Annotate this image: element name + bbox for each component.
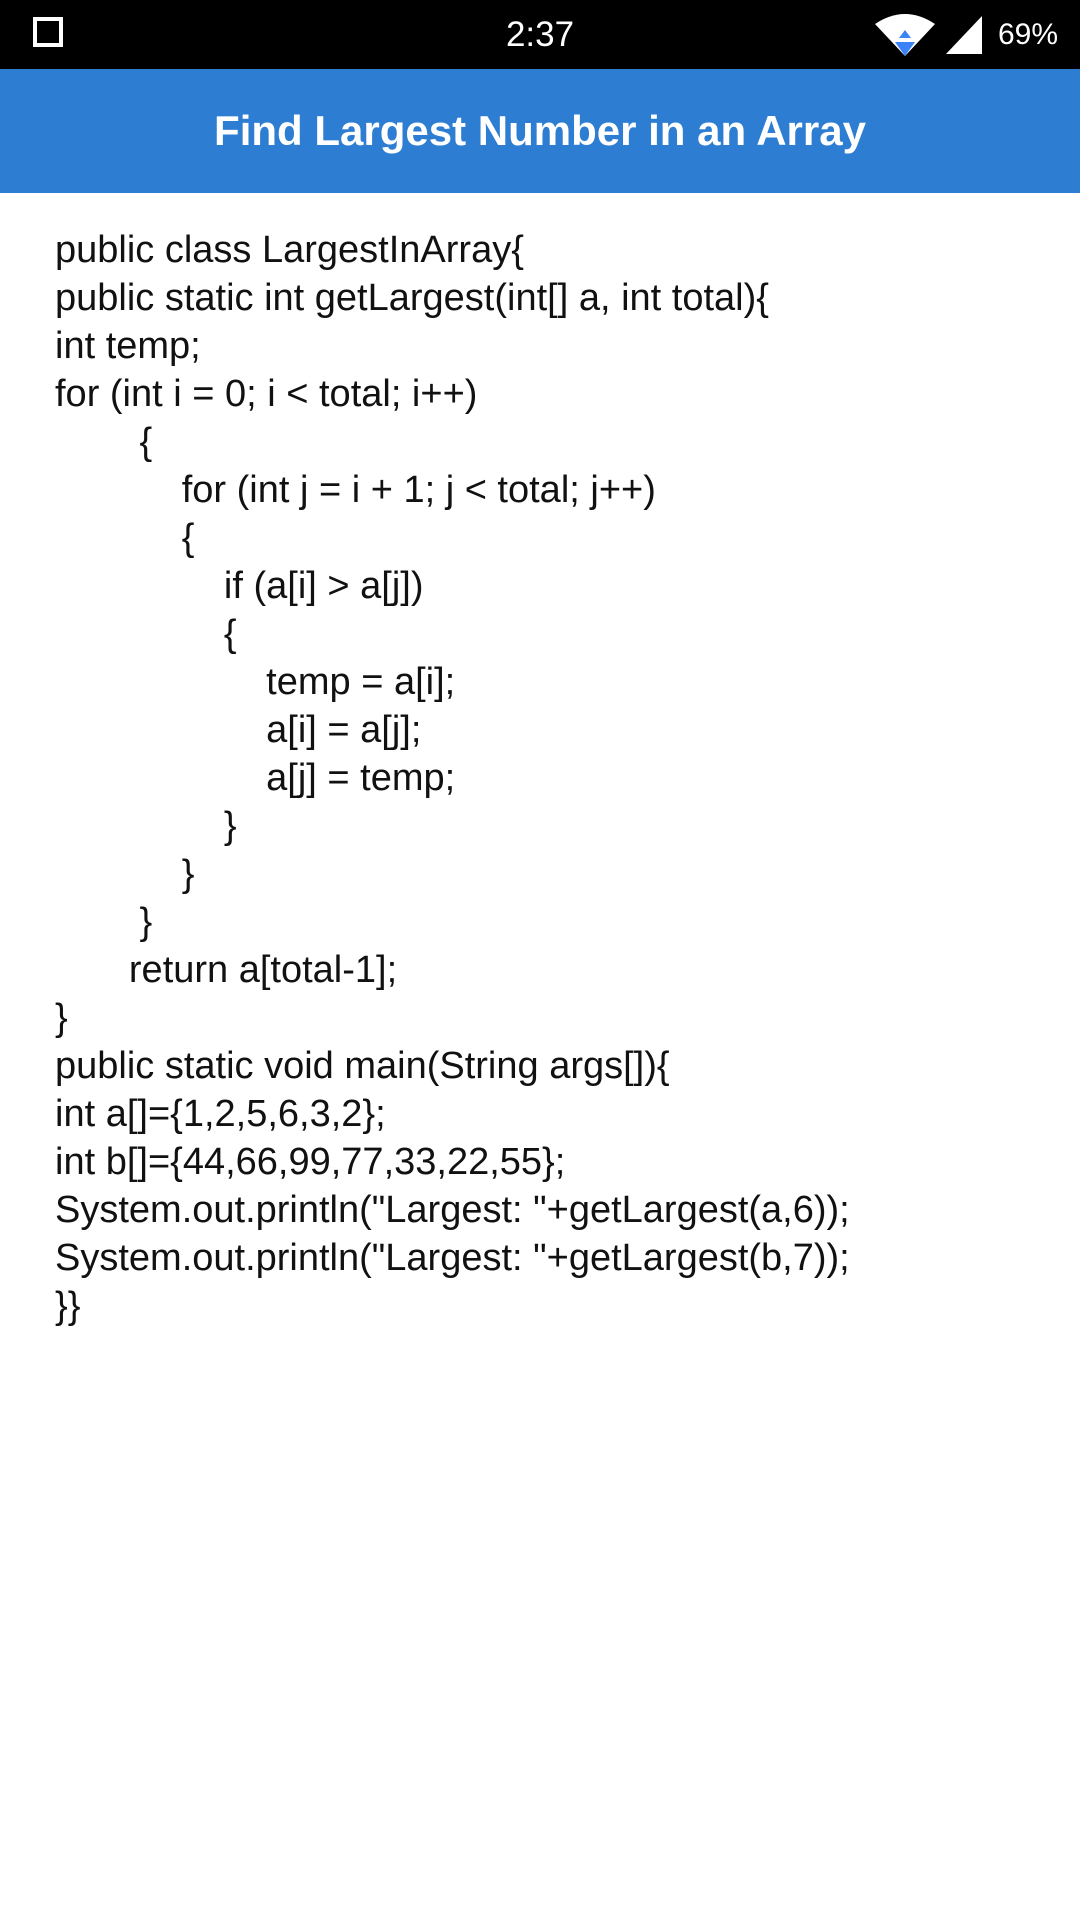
app-bar: Find Largest Number in an Array <box>0 69 1080 193</box>
code-line: } <box>55 997 68 1039</box>
page-title: Find Largest Number in an Array <box>214 107 866 154</box>
code-line: { <box>55 613 237 655</box>
code-line: public static int getLargest(int[] a, in… <box>55 277 769 319</box>
code-line: { <box>55 517 195 559</box>
code-line: public class LargestInArray{ <box>55 229 524 271</box>
code-line: int a[]={1,2,5,6,3,2}; <box>55 1093 386 1135</box>
code-line: }} <box>55 1285 81 1327</box>
code-line: a[i] = a[j]; <box>55 709 422 751</box>
code-line: } <box>55 805 237 847</box>
code-line: return a[total-1]; <box>55 949 398 991</box>
code-line: for (int j = i + 1; j < total; j++) <box>55 469 656 511</box>
battery-percent: 69% <box>997 18 1058 51</box>
wifi-icon <box>875 14 935 56</box>
signal-icon <box>946 16 982 54</box>
code-line: a[j] = temp; <box>55 757 456 799</box>
code-line: } <box>55 853 195 895</box>
code-line: temp = a[i]; <box>55 661 456 703</box>
status-time: 2:37 <box>505 15 575 54</box>
code-block: public class LargestInArray{ public stat… <box>55 226 1055 1330</box>
code-line: public static void main(String args[]){ <box>55 1045 670 1087</box>
code-line: int temp; <box>55 325 201 367</box>
code-line: System.out.println("Largest: "+getLarges… <box>55 1237 850 1279</box>
code-line: } <box>55 901 153 943</box>
status-bar: 2:37 69% <box>0 0 1080 69</box>
code-line: int b[]={44,66,99,77,33,22,55}; <box>55 1141 566 1183</box>
code-line: System.out.println("Largest: "+getLarges… <box>55 1189 850 1231</box>
code-line: { <box>55 421 153 463</box>
code-line: if (a[i] > a[j]) <box>55 565 424 607</box>
code-line: for (int i = 0; i < total; i++) <box>55 373 478 415</box>
recents-icon[interactable] <box>33 17 63 47</box>
